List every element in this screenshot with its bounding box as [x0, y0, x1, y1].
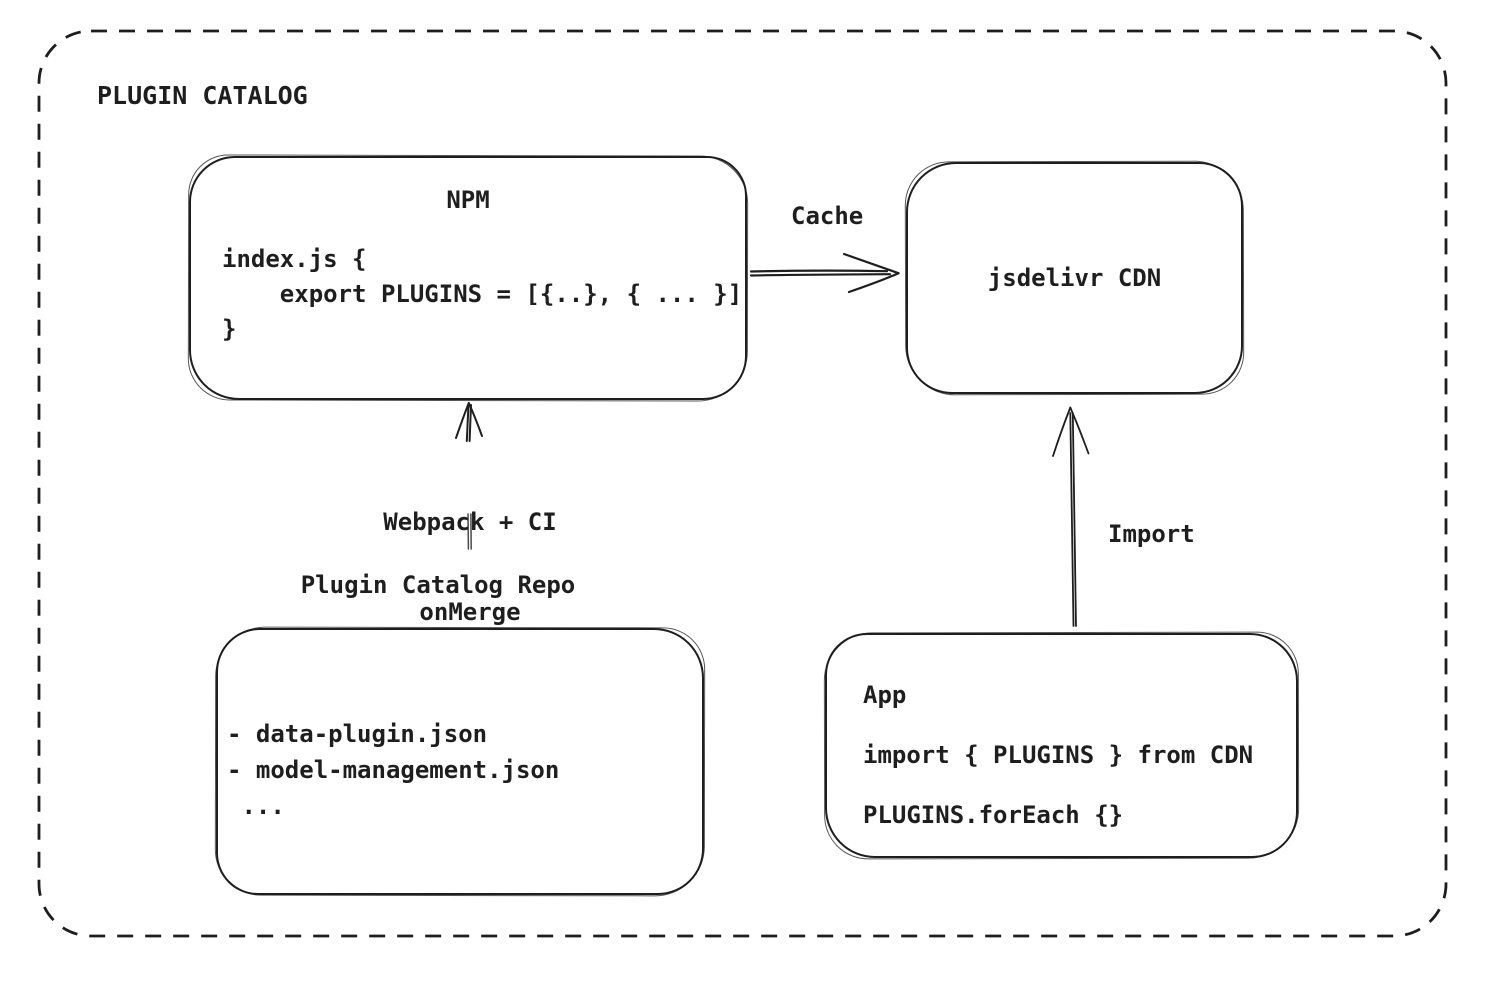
build-edge-label-line-2: onMerge [419, 598, 521, 626]
diagram-title: PLUGIN CATALOG [97, 81, 308, 110]
cache-edge-label: Cache [791, 202, 864, 230]
import-arrow [1052, 406, 1090, 627]
npm-code-line-1: index.js { [222, 245, 367, 273]
app-code-line-2: PLUGINS.forEach {} [863, 801, 1124, 829]
npm-code-line-2: export PLUGINS = [{..}, { ... }] [222, 280, 743, 308]
repo-file-item-1: - data-plugin.json [227, 720, 488, 748]
npm-node: NPM index.js { export PLUGINS = [{..}, {… [189, 156, 747, 400]
repo-file-item-3: ... [227, 792, 285, 820]
build-edge-label-line-1: Webpack + CI [383, 508, 557, 536]
app-node: App import { PLUGINS } from CDN PLUGINS.… [825, 633, 1298, 858]
repo-file-item-2: - model-management.json [227, 756, 560, 784]
repo-node: - data-plugin.json - model-management.js… [216, 628, 704, 895]
repo-node-label: Plugin Catalog Repo [300, 571, 576, 599]
cache-arrow [749, 252, 900, 294]
repo-file-list: - data-plugin.json - model-management.js… [227, 716, 702, 824]
build-edge-label: Webpack + CI onMerge [350, 447, 590, 687]
cdn-node: jsdelivr CDN [906, 162, 1243, 394]
app-node-title: App [863, 681, 907, 709]
cdn-node-label: jsdelivr CDN [987, 264, 1162, 292]
app-code-line-1: import { PLUGINS } from CDN [863, 741, 1254, 769]
npm-code-block: index.js { export PLUGINS = [{..}, { ...… [222, 242, 745, 347]
app-node-content: App import { PLUGINS } from CDN PLUGINS.… [863, 681, 1296, 829]
npm-node-title: NPM [446, 186, 490, 214]
npm-code-line-3: } [222, 315, 237, 343]
build-arrow [455, 402, 483, 442]
import-edge-label: Import [1108, 520, 1195, 548]
